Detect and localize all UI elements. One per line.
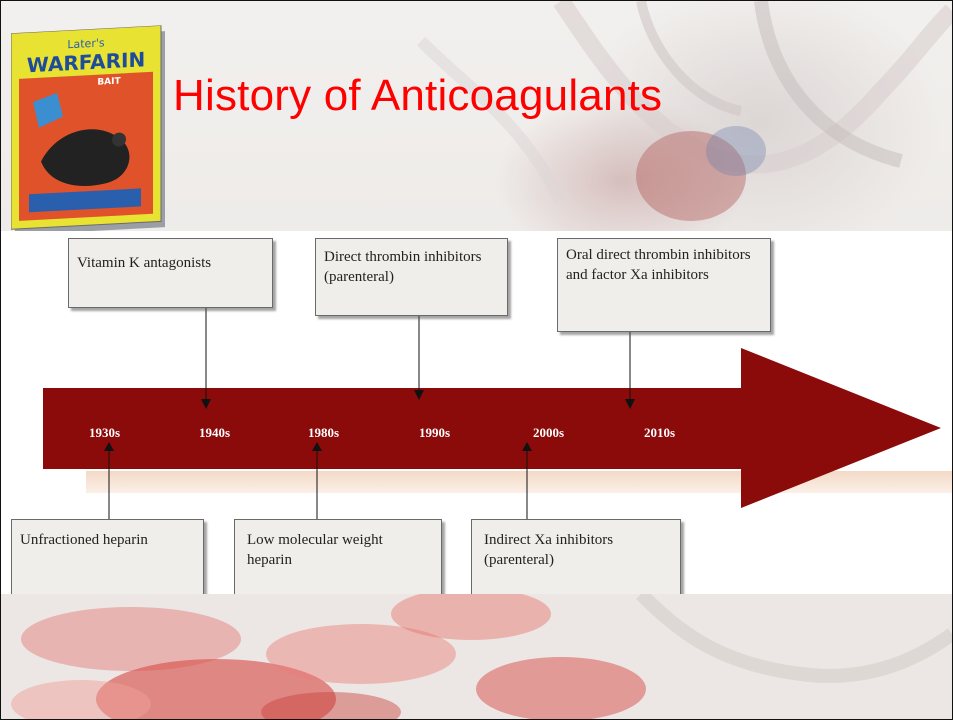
decade-label: 1990s [419, 425, 450, 441]
decade-label: 1980s [308, 425, 339, 441]
event-label: Unfractioned heparin [20, 532, 148, 548]
event-label: Oral direct thrombin inhibitors and fact… [566, 247, 751, 283]
event-label: Direct thrombin inhibitors (parenteral) [324, 249, 481, 285]
decade-label: 1930s [89, 425, 120, 441]
event-box-indirect-xa-inhibitors: Indirect Xa inhibitors (parenteral) [471, 519, 681, 595]
event-label: Vitamin K antagonists [77, 255, 211, 271]
event-box-unfractioned-heparin: Unfractioned heparin [11, 519, 204, 595]
event-box-direct-thrombin-inhibitors: Direct thrombin inhibitors (parenteral) [315, 238, 508, 316]
decade-label: 2000s [533, 425, 564, 441]
blood-cells-background-art [1, 594, 952, 719]
event-label: Indirect Xa inhibitors (parenteral) [484, 532, 613, 568]
event-box-oral-direct-thrombin-factor-xa: Oral direct thrombin inhibitors and fact… [557, 238, 771, 332]
event-box-vitamin-k-antagonists: Vitamin K antagonists [68, 238, 273, 308]
decade-label: 2010s [644, 425, 675, 441]
event-box-low-molecular-weight-heparin: Low molecular weight heparin [234, 519, 442, 595]
decade-label: 1940s [199, 425, 230, 441]
event-label: Low molecular weight heparin [247, 532, 383, 568]
